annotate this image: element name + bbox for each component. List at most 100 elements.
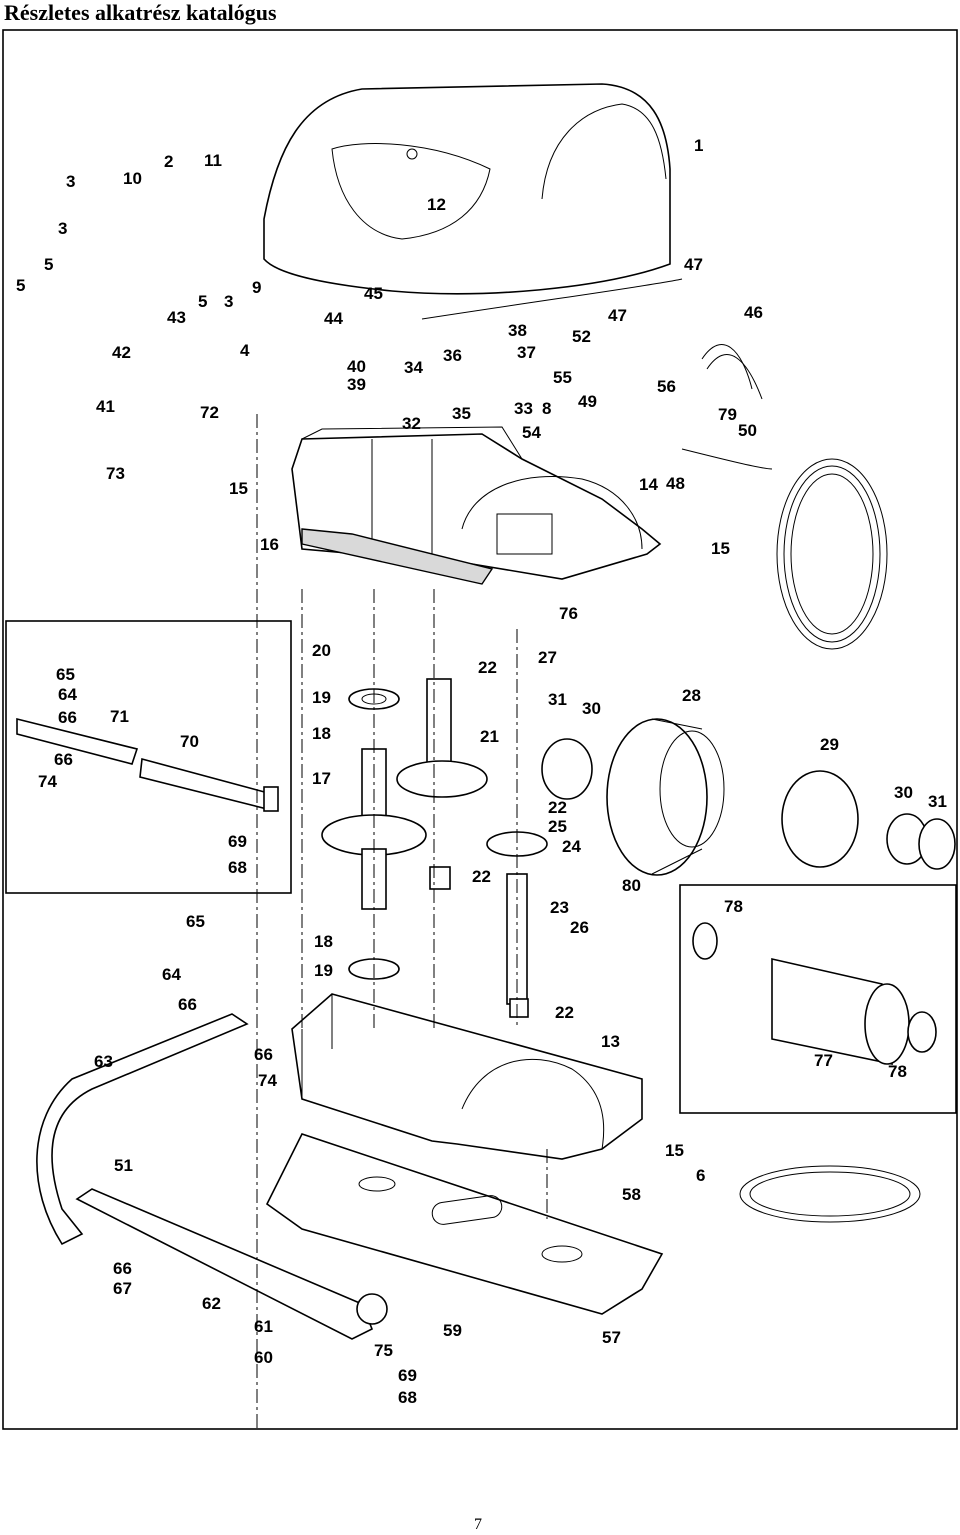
callout-78: 78	[724, 897, 743, 916]
callout-19: 19	[312, 688, 331, 707]
callout-39: 39	[347, 375, 366, 394]
callout-69: 69	[228, 832, 247, 851]
callout-24: 24	[562, 837, 581, 856]
callout-3: 3	[224, 292, 233, 311]
callout-31: 31	[928, 792, 947, 811]
callout-20: 20	[312, 641, 331, 660]
callout-47: 47	[608, 306, 627, 325]
callout-66: 66	[54, 750, 73, 769]
callout-62: 62	[202, 1294, 221, 1313]
callout-47: 47	[684, 255, 703, 274]
exploded-parts-diagram: 1 2 3 3 3 4 5 5 5 6 8 9 10 11 12 13 14 1…	[2, 29, 958, 1430]
callout-40: 40	[347, 357, 366, 376]
callout-68: 68	[228, 858, 247, 877]
callout-10: 10	[123, 169, 142, 188]
callout-12: 12	[427, 195, 446, 214]
callout-69: 69	[398, 1366, 417, 1385]
callout-22: 22	[555, 1003, 574, 1022]
callout-30: 30	[582, 699, 601, 718]
callout-58: 58	[622, 1185, 641, 1204]
callout-66: 66	[113, 1259, 132, 1278]
callout-74: 74	[258, 1071, 277, 1090]
callout-22: 22	[548, 798, 567, 817]
callout-52: 52	[572, 327, 591, 346]
callout-16: 16	[260, 535, 279, 554]
callout-68: 68	[398, 1388, 417, 1407]
part-cable	[739, 1165, 921, 1223]
callout-44: 44	[324, 309, 343, 328]
inset-arm-release	[5, 620, 292, 894]
callout-51: 51	[114, 1156, 133, 1175]
callout-22: 22	[472, 867, 491, 886]
callout-25: 25	[548, 817, 567, 836]
part-wiring	[421, 278, 888, 650]
callout-56: 56	[657, 377, 676, 396]
callout-66: 66	[178, 995, 197, 1014]
callout-67: 67	[113, 1279, 132, 1298]
callout-22: 22	[478, 658, 497, 677]
callout-28: 28	[682, 686, 701, 705]
callout-31: 31	[548, 690, 567, 709]
callout-21: 21	[480, 727, 499, 746]
callout-50: 50	[738, 421, 757, 440]
callout-60: 60	[254, 1348, 273, 1367]
callout-5: 5	[16, 276, 25, 295]
callout-49: 49	[578, 392, 597, 411]
callout-32: 32	[402, 414, 421, 433]
callout-66: 66	[58, 708, 77, 727]
callout-42: 42	[112, 343, 131, 362]
part-release-arm	[16, 717, 279, 812]
callout-61: 61	[254, 1317, 273, 1336]
part-gearbox-base	[291, 993, 643, 1160]
callout-38: 38	[508, 321, 527, 340]
callout-1: 1	[694, 136, 703, 155]
callout-3: 3	[66, 172, 75, 191]
callout-72: 72	[200, 403, 219, 422]
callout-18: 18	[312, 724, 331, 743]
callout-73: 73	[106, 464, 125, 483]
callout-2: 2	[164, 152, 173, 171]
part-alt-motor	[692, 922, 937, 1066]
callout-64: 64	[58, 685, 77, 704]
callout-43: 43	[167, 308, 186, 327]
callout-63: 63	[94, 1052, 113, 1071]
callout-75: 75	[374, 1341, 393, 1360]
callout-79: 79	[718, 405, 737, 424]
callout-65: 65	[186, 912, 205, 931]
diagram-border	[2, 29, 958, 1430]
part-gear-train	[321, 678, 548, 1018]
callout-64: 64	[162, 965, 181, 984]
callout-36: 36	[443, 346, 462, 365]
callout-15: 15	[229, 479, 248, 498]
callout-6: 6	[696, 1166, 705, 1185]
page-title: Részletes alkatrész katalógus	[4, 0, 277, 25]
callout-57: 57	[602, 1328, 621, 1347]
callout-5: 5	[44, 255, 53, 274]
callout-18: 18	[314, 932, 333, 951]
callout-8: 8	[542, 399, 551, 418]
part-gasket	[301, 528, 494, 585]
callout-30: 30	[894, 783, 913, 802]
callout-27: 27	[538, 648, 557, 667]
part-upper-housing	[291, 426, 662, 580]
part-arm	[36, 1013, 388, 1340]
callout-15: 15	[711, 539, 730, 558]
callout-66: 66	[254, 1045, 273, 1064]
callout-77: 77	[814, 1051, 833, 1070]
callout-74: 74	[38, 772, 57, 791]
callout-23: 23	[550, 898, 569, 917]
callout-41: 41	[96, 397, 115, 416]
page-number: 7	[474, 1516, 482, 1533]
callout-14: 14	[639, 475, 658, 494]
callout-15: 15	[665, 1141, 684, 1160]
part-cover	[263, 83, 671, 295]
callout-4: 4	[240, 341, 250, 360]
part-motor	[541, 718, 956, 876]
callout-80: 80	[622, 876, 641, 895]
callout-3: 3	[58, 219, 67, 238]
callout-29: 29	[820, 735, 839, 754]
callout-76: 76	[559, 604, 578, 623]
callout-13: 13	[601, 1032, 620, 1051]
callout-59: 59	[443, 1321, 462, 1340]
callout-71: 71	[110, 707, 129, 726]
